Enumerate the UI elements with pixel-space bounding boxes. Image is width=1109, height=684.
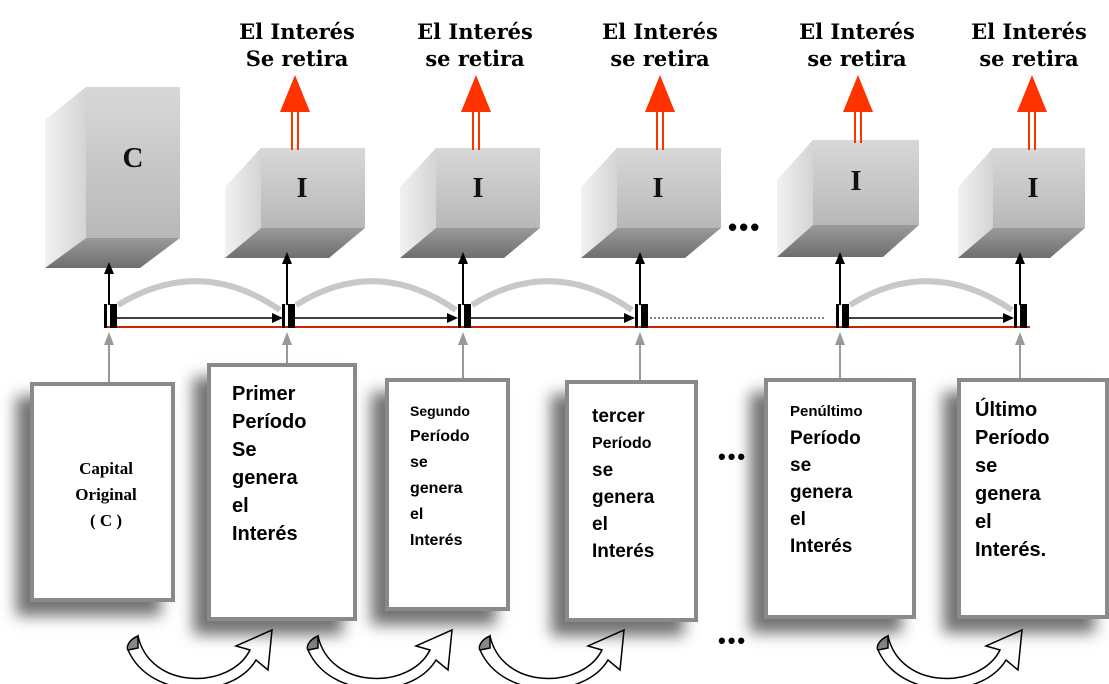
period-1-panel <box>207 363 357 621</box>
interest-cube-4 <box>777 140 919 257</box>
interest-cube-3 <box>581 148 721 258</box>
withdraw-arrow-2 <box>461 75 491 150</box>
capital-panel <box>30 382 175 602</box>
timeline <box>104 304 1030 328</box>
interest-cube-label-1: I <box>296 172 308 204</box>
period-transition-arcs <box>116 278 1014 313</box>
curved-arrow-2 <box>306 628 453 684</box>
interest-cube-1 <box>225 148 365 258</box>
withdraw-arrow-3 <box>645 75 675 150</box>
penultimate-panel <box>764 378 916 619</box>
capital-cube-label: C <box>122 142 144 174</box>
interest-cube-label-2: I <box>472 172 484 204</box>
interest-cube-label-3: I <box>652 172 664 204</box>
bottom-ellipsis: ••• <box>718 628 748 653</box>
period-3-panel <box>565 380 698 622</box>
interest-cube-2 <box>400 148 540 258</box>
curved-arrow-3 <box>478 628 625 684</box>
withdraw-arrows <box>280 75 1047 150</box>
curved-arrow-4 <box>876 628 1023 684</box>
bottom-curved-arrows <box>126 628 1023 684</box>
last-period-panel <box>957 378 1109 619</box>
interest-cube-label-4: I <box>850 165 862 197</box>
tick-to-cube-arrows <box>104 252 1025 305</box>
panel-to-tick-arrows <box>104 332 1025 388</box>
withdraw-arrow-5 <box>1017 75 1047 150</box>
interest-cube-label-5: I <box>1027 172 1039 204</box>
cubes-ellipsis: ••• <box>728 212 762 242</box>
period-2-panel <box>385 378 510 611</box>
panels-ellipsis: ••• <box>718 444 748 469</box>
withdraw-arrow-1 <box>280 75 310 150</box>
capital-cube <box>45 87 180 268</box>
withdraw-arrow-4 <box>843 75 873 143</box>
curved-arrow-1 <box>126 628 273 684</box>
interest-cube-5 <box>958 148 1085 258</box>
